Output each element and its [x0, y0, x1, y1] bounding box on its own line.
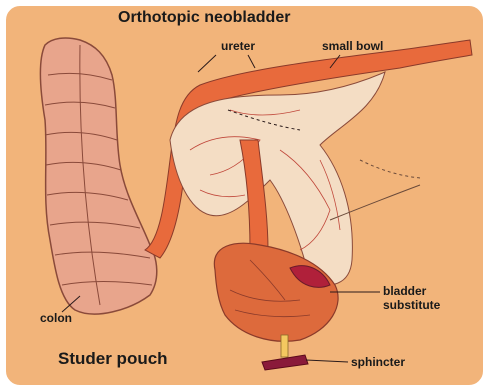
- diagram-title: Orthotopic neobladder: [118, 9, 290, 27]
- caption-studer-pouch: Studer pouch: [58, 349, 168, 369]
- label-small-bowel: small bowl: [322, 40, 383, 54]
- label-colon: colon: [40, 312, 72, 326]
- label-bladder-substitute: bladder substitute: [383, 285, 463, 313]
- label-sphincter: sphincter: [351, 356, 405, 370]
- label-ureter: ureter: [221, 40, 255, 54]
- urethra: [281, 335, 288, 357]
